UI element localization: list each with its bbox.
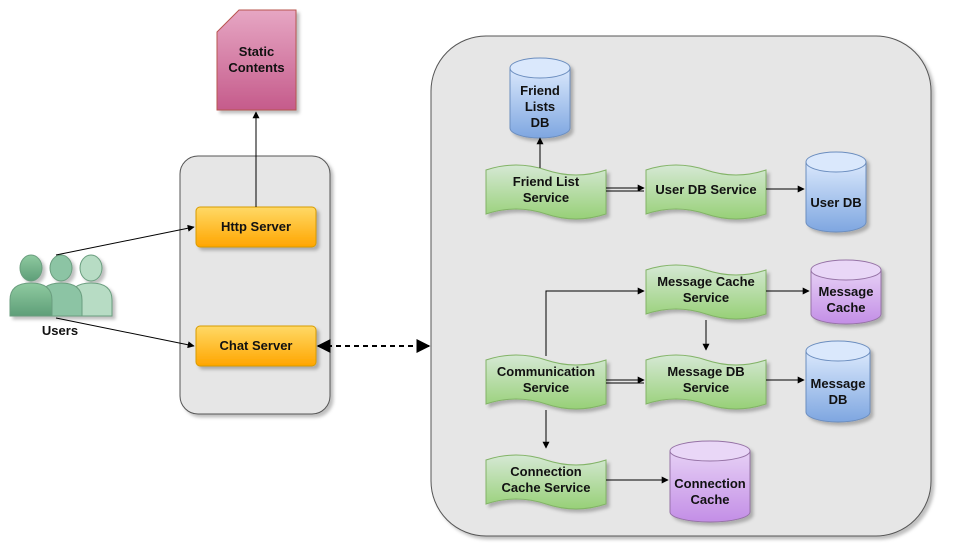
chat-server-box[interactable]	[195, 325, 317, 367]
communication-service-shape[interactable]	[485, 354, 607, 410]
user-db-label: User DB	[810, 195, 862, 210]
connection-cache-service-label: Connection Cache Service	[501, 464, 591, 495]
user-db-service-label: User DB Service	[655, 182, 757, 197]
message-cache-service-label: Message Cache Service	[657, 274, 755, 305]
http-server-label: Http Server	[220, 219, 292, 234]
friend-list-service-label: Friend List Service	[512, 174, 580, 205]
users-label: Users	[41, 323, 79, 338]
friend-list-service-shape[interactable]	[485, 164, 607, 220]
users-to-http-arrow	[55, 224, 195, 256]
friend-lists-db-cylinder[interactable]	[509, 57, 571, 139]
connection-cache-label: Connection Cache	[674, 476, 746, 507]
message-cache-cylinder[interactable]	[810, 259, 882, 325]
user-db-service-shape[interactable]	[645, 164, 767, 220]
server-container	[179, 155, 331, 415]
message-cache-service-shape[interactable]	[645, 264, 767, 320]
comm-to-msgcache-arrow	[545, 287, 645, 356]
message-db-service-shape[interactable]	[645, 354, 767, 410]
friend-lists-db-label: Friend Lists DB	[520, 83, 560, 130]
message-db-cylinder[interactable]	[805, 340, 871, 423]
chat-server-label: Chat Server	[219, 338, 293, 353]
users-icon	[9, 254, 113, 317]
connection-cache-cylinder[interactable]	[669, 440, 751, 523]
static-contents-note	[216, 9, 297, 111]
connection-cache-service-shape[interactable]	[485, 454, 607, 510]
communication-service-label: Communication Service	[496, 364, 596, 395]
message-cache-label: Message Cache	[818, 284, 874, 315]
message-db-label: Message DB	[810, 376, 866, 407]
user-db-cylinder[interactable]	[805, 151, 867, 233]
users-to-chat-arrow	[55, 317, 195, 349]
message-db-service-label: Message DB Service	[667, 364, 745, 395]
static-contents-label: Static Contents	[228, 44, 285, 75]
